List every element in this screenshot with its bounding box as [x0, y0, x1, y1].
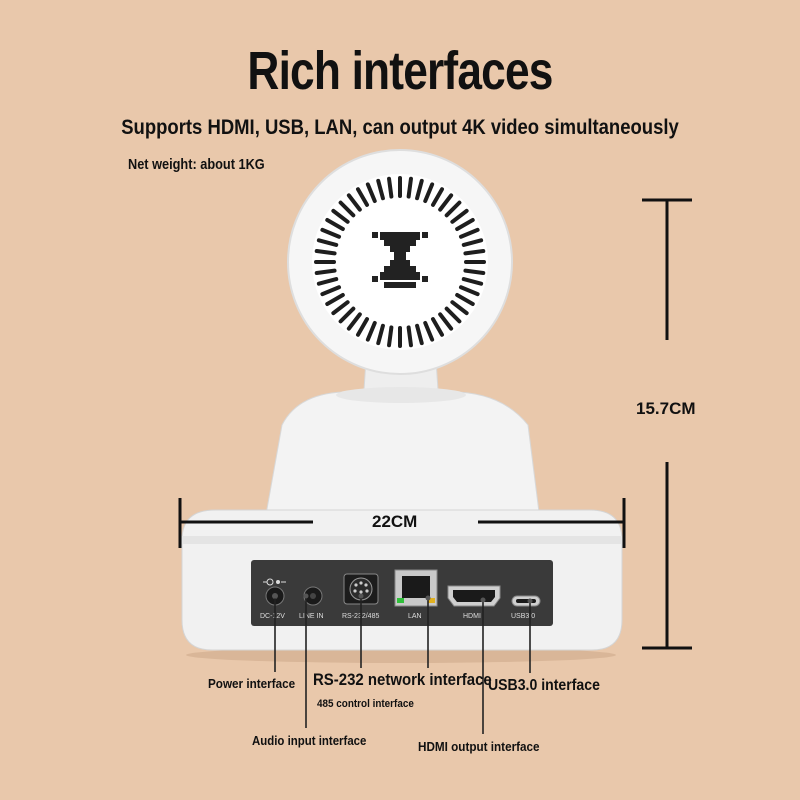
vent-slot: [461, 238, 484, 247]
vent-slot: [423, 320, 435, 342]
vent-slot: [356, 317, 369, 337]
lan-port: [394, 569, 438, 607]
vent-slot: [458, 285, 480, 297]
vent-slot: [463, 268, 486, 275]
usb-port: [511, 595, 541, 607]
vent-slot: [423, 182, 435, 204]
vent-slot: [356, 187, 369, 207]
vent-slot: [376, 178, 385, 201]
vent-slot: [450, 300, 469, 316]
vent-slot: [365, 182, 377, 204]
hdmi-label: HDMI: [463, 613, 481, 620]
camera-head: [287, 149, 513, 375]
vent-slot: [387, 325, 394, 348]
vent-slot: [406, 325, 413, 348]
line-in-label: LINE IN: [299, 613, 324, 620]
vent-slot: [331, 300, 350, 316]
width-label: 22CM: [372, 512, 418, 531]
vent-slot: [458, 227, 480, 239]
audio-input-callout: Audio input interface: [252, 733, 367, 748]
vent-slot: [346, 193, 362, 212]
vent-slot: [463, 249, 486, 256]
rs232-interface-callout: RS-232 network interface: [313, 670, 492, 689]
vent-slot: [431, 317, 444, 337]
vent-slot: [444, 200, 462, 218]
vent-slot: [365, 320, 377, 342]
rs232-port: [343, 573, 379, 605]
vent-slot: [415, 178, 424, 201]
vent-ring: [314, 176, 486, 348]
vent-slot: [450, 208, 469, 224]
vent-slot: [438, 193, 454, 212]
hdmi-port: [447, 585, 501, 607]
vent-slot: [406, 176, 413, 199]
vent-slot: [316, 277, 339, 286]
vent-slot: [338, 306, 356, 324]
vent-slot: [431, 187, 444, 207]
vent-slot: [320, 285, 342, 297]
vent-slot: [376, 323, 385, 346]
vent-slot: [331, 208, 350, 224]
leader-dots: [272, 593, 533, 604]
vent-slot: [444, 306, 462, 324]
lan-label: LAN: [408, 613, 422, 620]
page-title: Rich interfaces: [247, 41, 553, 101]
vent-slot: [346, 312, 362, 331]
brand-logo: [372, 232, 428, 288]
vent-slot: [461, 277, 484, 286]
camera-body: [264, 391, 541, 521]
vent-slot: [325, 293, 345, 306]
page-subtitle: Supports HDMI, USB, LAN, can output 4K v…: [121, 116, 679, 139]
vent-slot: [325, 218, 345, 231]
usb-label: USB3.0: [511, 613, 535, 620]
line-in-port: [303, 586, 323, 606]
height-dimension-line: [642, 198, 692, 650]
vent-slot: [338, 200, 356, 218]
vent-slot: [314, 249, 337, 256]
vent-slot: [316, 238, 339, 247]
neck-collar: [336, 387, 466, 403]
vent-slot: [455, 218, 475, 231]
hdmi-output-callout: HDMI output interface: [418, 739, 540, 754]
vent-slot: [455, 293, 475, 306]
base-shadow: [186, 647, 616, 663]
callout-leader-lines: [274, 596, 531, 734]
dc-label: DC-12V: [260, 613, 285, 620]
rs485-control-callout: 485 control interface: [317, 698, 414, 710]
net-weight-text: Net weight: about 1KG: [128, 156, 265, 173]
vent-slot: [438, 312, 454, 331]
vent-slot: [387, 176, 394, 199]
vent-slot: [320, 227, 342, 239]
usb-interface-callout: USB3.0 interface: [488, 677, 600, 694]
power-interface-callout: Power interface: [208, 676, 296, 691]
height-label: 15.7CM: [636, 399, 696, 418]
width-dimension-line: [178, 498, 626, 548]
base-trim: [182, 536, 622, 544]
vent-slot: [415, 323, 424, 346]
vent-slot: [314, 268, 337, 275]
